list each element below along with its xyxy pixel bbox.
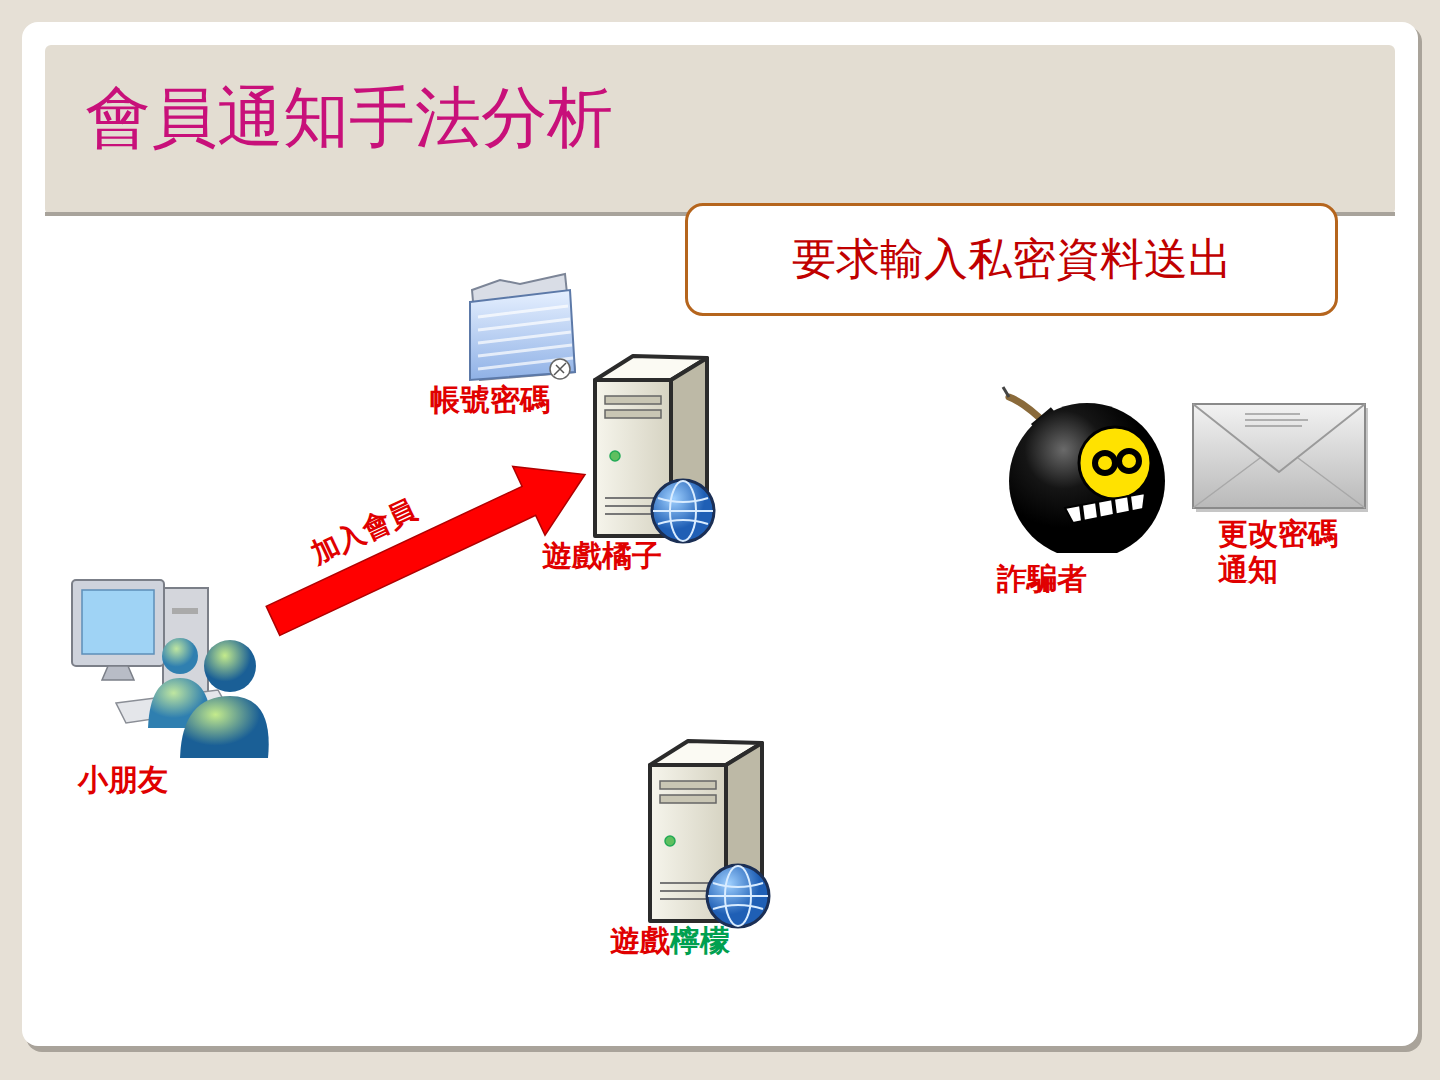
server-node: 遊戲橘子 [585,348,715,540]
node-label: 更改密碼 通知 [1218,516,1338,587]
server-icon [640,733,775,933]
envelope-icon [1190,400,1375,520]
node-label: 小朋友 [78,762,168,797]
computer-user-icon [68,578,278,768]
bomb-face-icon [995,383,1175,553]
folder-node: 帳號密碼 [430,272,580,384]
node-label-group: 更改密碼 通知 [1218,516,1343,588]
user-node: 小朋友 [68,578,273,760]
slide-title: 會員通知手法分析 [85,78,613,157]
title-band [45,45,1395,215]
node-label: 檸檬 [670,923,730,958]
node-label-group: 遊戲橘子 [542,538,662,574]
node-label: 詐騙者 [997,561,1087,596]
server-node: 遊戲檸檬 [640,733,770,925]
node-label: 遊戲 [610,923,670,958]
node-label: 遊戲橘子 [542,538,662,573]
edge-label: 加入會員 [307,494,421,569]
callout-text: 要求輸入私密資料送出 [792,230,1232,289]
node-label-group: 詐騙者 [997,561,1087,597]
folder-icon [430,272,580,387]
node-label-group: 遊戲檸檬 [610,923,730,959]
node-label-group: 小朋友 [78,762,168,798]
callout-box: 要求輸入私密資料送出 [685,203,1338,316]
node-label: 帳號密碼 [430,382,550,417]
block-arrow [266,466,585,635]
scammer-node: 詐騙者 [995,383,1170,553]
email-node: 更改密碼 通知 [1190,400,1370,512]
server-icon [585,348,720,548]
slide-card [22,22,1418,1046]
node-label-group: 帳號密碼 [430,382,550,418]
